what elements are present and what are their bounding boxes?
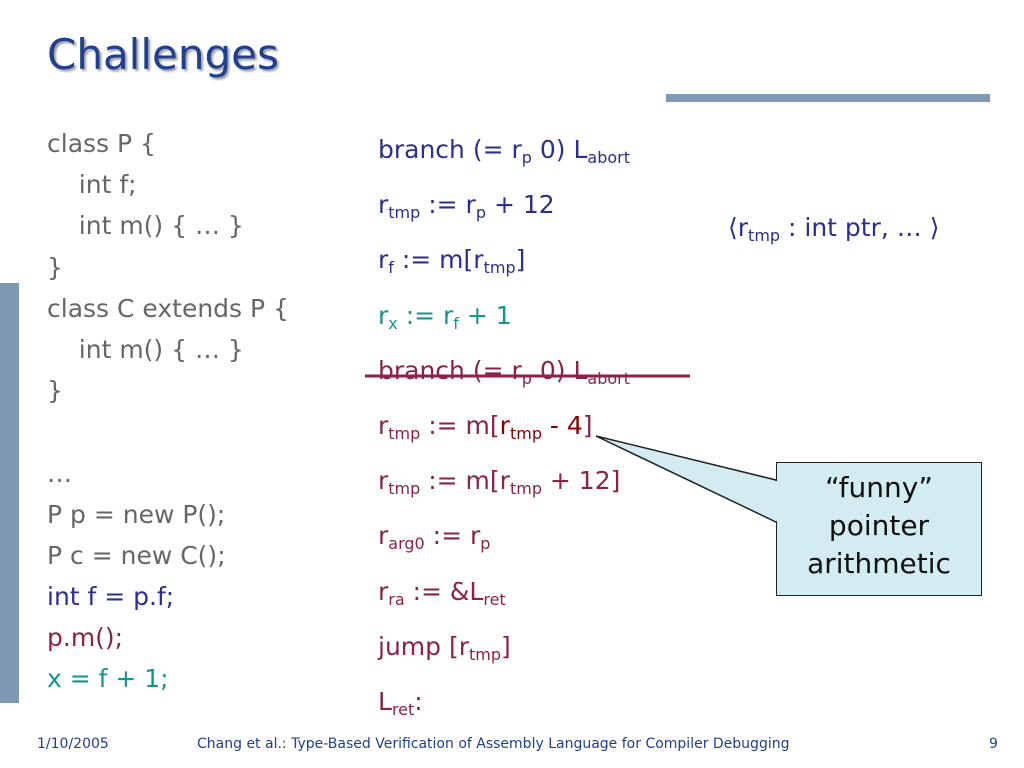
asm-text: ] [501, 631, 511, 661]
source-line: class P { [47, 129, 156, 158]
asm-text: r [378, 410, 389, 440]
assembly-line: rx := rf + 1 [378, 293, 630, 348]
asm-subscript: tmp [509, 423, 542, 443]
asm-text: L [378, 686, 392, 716]
source-line: p.m(); [47, 623, 124, 653]
asm-subscript: ret [391, 699, 415, 719]
asm-subscript: tmp [388, 479, 421, 499]
source-code-listing: class P { int f; int m() { … }} class C e… [47, 123, 289, 700]
asm-subscript: f [453, 313, 459, 333]
asm-text: branch (= r [378, 355, 522, 385]
callout-line: pointer [828, 509, 930, 542]
title-rule [666, 94, 990, 102]
asm-subscript: tmp [469, 644, 502, 664]
callout-line: “funny” [825, 471, 933, 504]
type-annotation-open: ⟨r [728, 213, 749, 242]
slide-title: Challenges [47, 30, 279, 79]
asm-subscript: tmp [388, 423, 421, 443]
assembly-line: rarg0 := rp [378, 513, 630, 568]
assembly-line: jump [rtmp] [378, 624, 630, 679]
assembly-line-struck: branch (= rp 0) Labort [378, 348, 630, 403]
asm-subscript: p [521, 368, 532, 388]
asm-subscript: tmp [509, 479, 542, 499]
funny-callout-box: “funny” pointer arithmetic [776, 462, 982, 596]
asm-subscript: arg0 [388, 534, 425, 554]
footer-citation: Chang et al.: Type-Based Verification of… [197, 736, 790, 752]
assembly-line: branch (= rp 0) Labort [378, 127, 630, 182]
assembly-line: rra := &Lret [378, 569, 630, 624]
asm-text: ] [515, 245, 526, 275]
assembly-line: Lret: [378, 679, 630, 734]
source-line: class C extends P { [47, 293, 289, 323]
asm-text: branch (= r [378, 135, 522, 164]
footer-page-number: 9 [989, 736, 998, 752]
assembly-line: rtmp := rp + 12 [378, 182, 630, 237]
asm-text: := &L [404, 576, 484, 606]
asm-text: r [378, 466, 389, 496]
source-line: int f = p.f; [47, 582, 175, 612]
asm-text: + 1 [458, 300, 512, 330]
type-annotation-rest: : int ptr, … ⟩ [780, 213, 940, 242]
asm-text: jump [r [378, 631, 469, 661]
source-line [47, 411, 289, 452]
source-line: } [47, 252, 63, 282]
asm-text: r [378, 300, 389, 330]
assembly-line: rtmp := m[rtmp - 4] [378, 403, 630, 458]
source-line: P p = new P(); [47, 499, 226, 529]
asm-subscript: ra [388, 589, 405, 609]
source-line: int m() { … } [47, 211, 244, 241]
asm-subscript: x [388, 313, 398, 333]
source-line: x = f + 1; [47, 664, 169, 694]
type-annotation-sub: tmp [748, 226, 781, 245]
asm-subscript: tmp [388, 203, 421, 223]
asm-subscript: ret [483, 589, 506, 609]
asm-text: ] [582, 410, 593, 440]
asm-subscript: p [521, 148, 532, 167]
asm-text: := r [397, 300, 454, 330]
asm-subscript: tmp [483, 258, 516, 278]
source-line: int m() { … } [47, 334, 244, 364]
source-line: P c = new C(); [47, 540, 226, 570]
asm-text: r [378, 521, 389, 551]
asm-text: r [499, 410, 510, 440]
asm-text: r [378, 576, 389, 606]
asm-text: : [414, 686, 423, 716]
asm-text: r [378, 190, 389, 220]
asm-text: := r [424, 521, 481, 551]
asm-subscript: abort [587, 368, 631, 388]
asm-text: + 12] [541, 466, 621, 496]
footer-date: 1/10/2005 [37, 736, 109, 752]
left-accent-bar [0, 283, 19, 703]
source-line: int f; [47, 170, 137, 200]
asm-text: := m[r [393, 245, 484, 275]
asm-text: := r [420, 190, 476, 220]
asm-text: - 4 [541, 410, 583, 440]
asm-text: r [378, 245, 389, 275]
callout-line: arithmetic [807, 547, 951, 580]
asm-text: + 12 [486, 190, 555, 220]
asm-text: 0) L [531, 135, 588, 164]
asm-subscript: abort [587, 148, 631, 167]
asm-text: 0) L [531, 355, 588, 385]
asm-subscript: f [388, 258, 394, 278]
asm-text: := m[ [420, 410, 500, 440]
asm-subscript: p [475, 203, 486, 223]
type-annotation: ⟨rtmp : int ptr, … ⟩ [728, 213, 940, 245]
assembly-line: rf := m[rtmp] [378, 237, 630, 292]
asm-subscript: p [480, 534, 491, 554]
source-line: … [47, 458, 72, 488]
asm-text: := m[r [420, 466, 510, 496]
source-line: } [47, 376, 63, 406]
assembly-line: rtmp := m[rtmp + 12] [378, 458, 630, 513]
